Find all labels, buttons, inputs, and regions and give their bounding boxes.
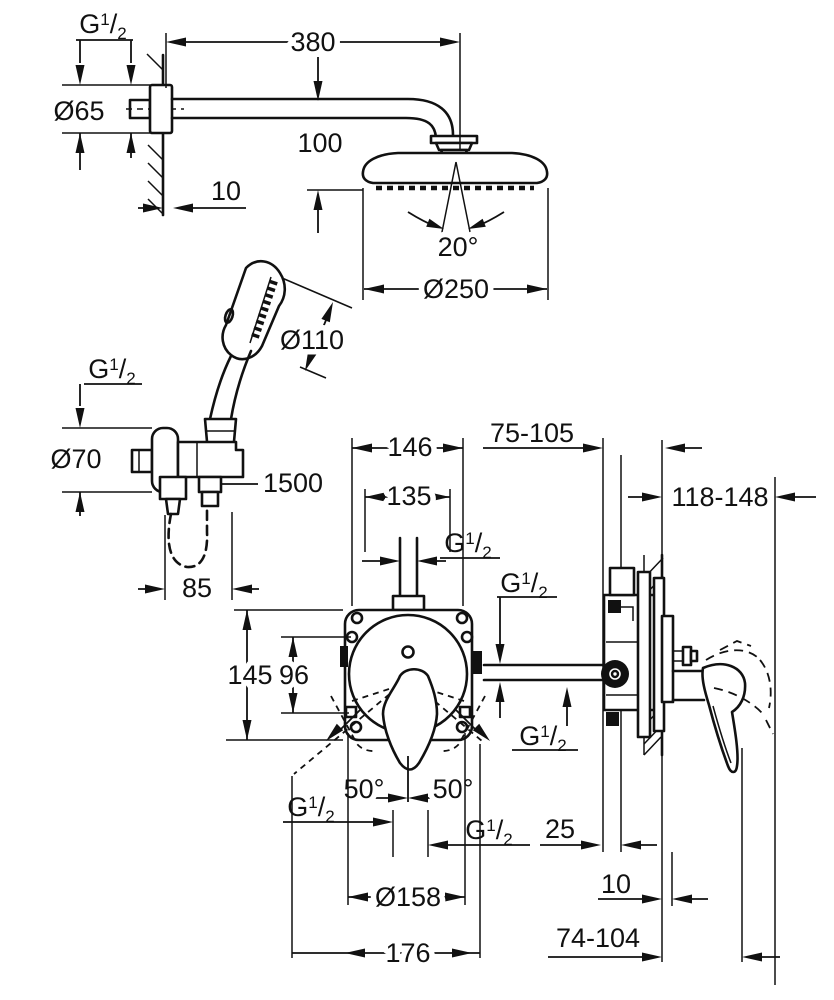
dim-head-diameter: Ø250 xyxy=(423,274,489,304)
mode-button xyxy=(223,307,235,325)
dim-handle-projection: 74-104 xyxy=(556,923,640,953)
thread-size-side-port-label: G1/2 xyxy=(500,568,547,602)
thread-size-holder-label: G1/2 xyxy=(88,354,135,388)
dim-escutcheon-diameter: Ø158 xyxy=(375,882,441,912)
dim-total-depth: 118-148 xyxy=(671,482,768,512)
lever-handle-side xyxy=(671,640,774,774)
dim-body-width: 146 xyxy=(387,432,432,462)
wall-section xyxy=(146,53,165,217)
thread-size-inlet-label: G1/2 xyxy=(519,721,566,755)
dim-flange-diameter: Ø65 xyxy=(53,96,104,126)
hand-shower xyxy=(203,260,287,471)
handle-tilted-dashed xyxy=(705,640,774,735)
dim-plate-width: 176 xyxy=(385,938,430,968)
dim-swing-right: 50° xyxy=(433,774,474,804)
center-hole xyxy=(401,645,415,659)
dim-head-drop: 100 xyxy=(297,128,342,158)
head-shower-view: G1/2 380 Ø65 100 10 20° Ø250 xyxy=(48,9,549,310)
shower-hose xyxy=(167,506,209,569)
spray-face xyxy=(250,279,278,342)
dim-rail-offset: 25 xyxy=(545,814,575,844)
thread-size-bottom-right-label: G1/2 xyxy=(465,815,512,849)
dim-holder-flange-diameter: Ø70 xyxy=(50,444,101,474)
lever-handle xyxy=(381,667,439,771)
mixer-side-view: 75-105 118-148 G1/2 G1/2 25 10 74-104 xyxy=(482,418,816,985)
dim-outlet-spacing: 85 xyxy=(182,573,212,603)
dim-flange-depth: 10 xyxy=(211,176,241,206)
thread-size-bottom-left-label: G1/2 xyxy=(287,792,334,826)
top-port-pipe xyxy=(398,536,419,598)
hand-shower-view: Ø110 G1/2 Ø70 1500 85 xyxy=(45,260,353,609)
right-side-port xyxy=(472,651,482,674)
rough-in-box xyxy=(601,566,699,739)
top-boss xyxy=(391,594,426,612)
dim-spray-angle: 20° xyxy=(438,232,479,262)
dim-swing-left: 50° xyxy=(344,774,385,804)
inlet-pipe xyxy=(482,663,606,682)
dim-arm-length: 380 xyxy=(290,27,335,57)
dim-screw-spacing: 96 xyxy=(279,660,309,690)
dim-inner-width: 135 xyxy=(386,481,431,511)
dim-hose-length: 1500 xyxy=(263,468,323,498)
dim-plate-height: 145 xyxy=(227,660,272,690)
screw-holes xyxy=(344,611,474,734)
hand-shower-holder xyxy=(130,426,245,569)
arm-wall-flange xyxy=(148,83,174,135)
dim-rough-in-depth: 75-105 xyxy=(490,418,574,448)
thread-size-top-port-label: G1/2 xyxy=(444,528,491,562)
dim-handshower-diameter: Ø110 xyxy=(280,325,344,355)
mixer-front-view: 146 135 G1/2 145 96 50° 50° G1/2 xyxy=(222,427,530,974)
thread-size-arm-label: G1/2 xyxy=(79,9,126,43)
escutcheon-side xyxy=(660,614,675,704)
left-side-port xyxy=(340,646,348,667)
dim-plate-thickness: 10 xyxy=(601,869,631,899)
